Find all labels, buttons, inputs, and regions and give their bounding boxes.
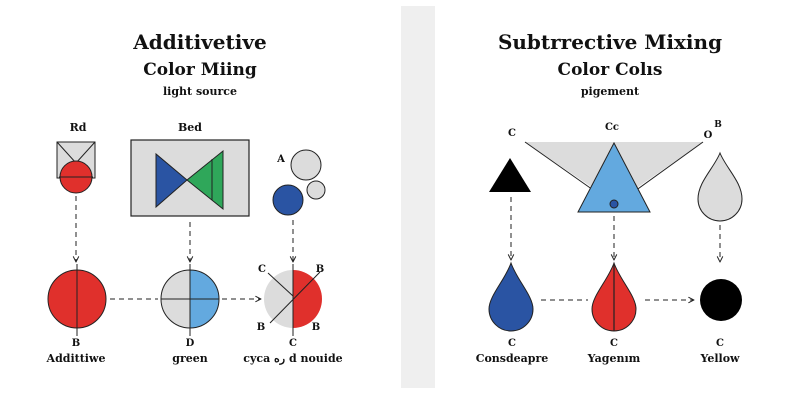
right-subtitle: Color Colıs — [557, 60, 663, 80]
result-letter-1: B — [71, 338, 81, 349]
result-name-1: Addittiwe — [46, 352, 106, 365]
gray-blue-result-circle — [160, 264, 220, 336]
left-caption: light source — [163, 85, 237, 98]
gray-drop-icon — [697, 151, 743, 222]
corner-label-b-top: B — [315, 264, 325, 275]
corner-label-b-left: B — [256, 322, 266, 333]
red-light-source-icon — [56, 141, 96, 194]
source-label-cc: Cc — [604, 122, 620, 133]
result-name-3: cyca ره d nouide — [243, 352, 343, 365]
pigment-letter-2: C — [610, 338, 618, 349]
circles-light-source-icon — [272, 149, 326, 216]
source-label-o-sup: B — [714, 120, 722, 130]
black-result-circle — [700, 279, 742, 321]
source-label-bed: Bed — [178, 121, 202, 134]
pigment-name-3: Yellow — [700, 352, 740, 365]
result-name-2: green — [172, 352, 208, 365]
left-subtitle: Color Miing — [143, 60, 257, 80]
corner-label-b-right: B — [311, 322, 321, 333]
pigment-letter-3: C — [716, 338, 724, 349]
pigment-letter-1: C — [508, 338, 516, 349]
red-result-circle — [47, 264, 107, 336]
blue-green-light-source-icon — [130, 139, 250, 217]
mixed-result-circle — [264, 264, 322, 336]
source-label-c: C — [508, 128, 516, 139]
panel-divider — [401, 6, 435, 388]
right-caption: pigement — [580, 85, 640, 98]
red-pigment-drop — [591, 261, 637, 332]
corner-label-c: C — [258, 264, 266, 275]
black-triangle-icon — [489, 158, 531, 192]
source-label-o: O — [703, 130, 713, 141]
result-letter-3: C — [289, 338, 297, 349]
pigment-name-2: Yagenım — [587, 352, 641, 365]
pigment-funnel-icon — [524, 141, 704, 213]
source-label-a: A — [277, 154, 285, 165]
result-letter-2: D — [185, 338, 195, 349]
left-title: Additivetive — [133, 30, 267, 54]
source-label-red: Rd — [69, 121, 87, 134]
right-title: Subtrrective Mixing — [497, 30, 723, 54]
blue-pigment-drop — [488, 261, 534, 332]
pigment-name-1: Consdeapre — [475, 352, 549, 365]
